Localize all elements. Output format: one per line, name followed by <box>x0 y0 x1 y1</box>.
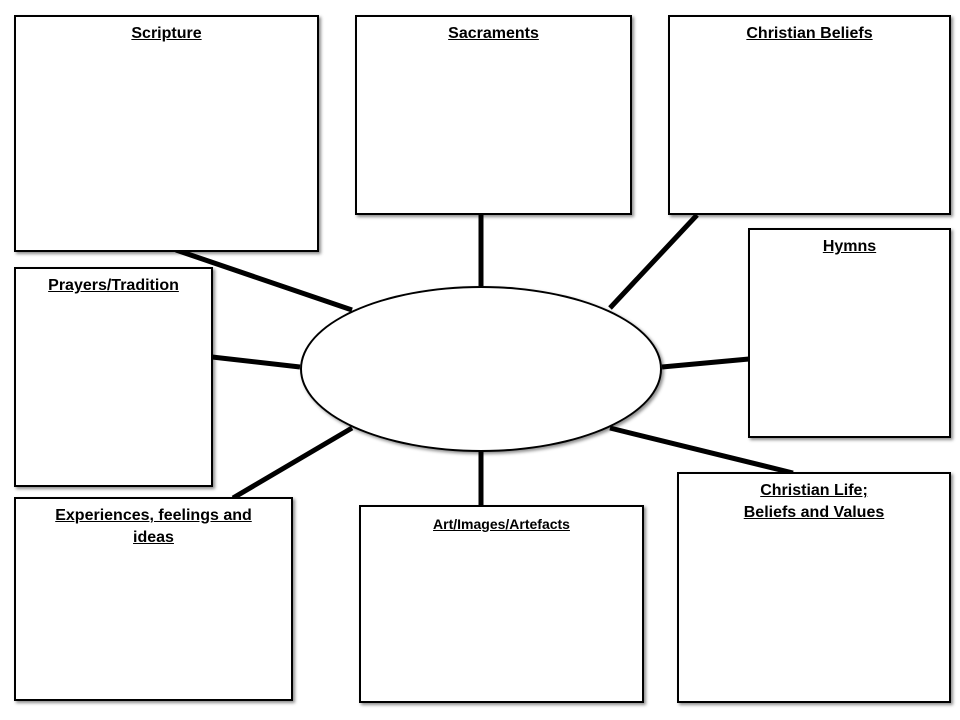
box-scripture[interactable]: Scripture <box>14 15 319 252</box>
connector-experiences <box>231 425 354 501</box>
box-experiences-title-line1: Experiences, feelings and <box>55 507 252 524</box>
box-scripture-title: Scripture <box>131 25 202 42</box>
box-christian-life[interactable]: Christian Life; Beliefs and Values <box>677 472 951 703</box>
box-christian-beliefs-title: Christian Beliefs <box>746 25 873 42</box>
box-hymns-title: Hymns <box>822 238 877 255</box>
box-art-images-artefacts[interactable]: Art/Images/Artefacts <box>359 505 644 703</box>
box-sacraments[interactable]: Sacraments <box>355 15 632 215</box>
box-christian-beliefs[interactable]: Christian Beliefs <box>668 15 951 215</box>
box-christian-life-title-line2: Beliefs and Values <box>743 504 885 521</box>
box-experiences[interactable]: Experiences, feelings and ideas <box>14 497 293 701</box>
box-art-images-artefacts-title: Art/Images/Artefacts <box>433 516 570 532</box>
box-hymns[interactable]: Hymns <box>748 228 951 438</box>
box-sacraments-title: Sacraments <box>448 25 539 42</box>
connector-christian-life <box>609 425 794 476</box>
central-topic-ellipse[interactable] <box>300 286 662 452</box>
box-experiences-title-line2: ideas <box>133 529 174 546</box>
box-christian-life-title: Christian Life; Beliefs and Values <box>679 474 949 524</box>
box-experiences-title: Experiences, feelings and ideas <box>16 499 291 549</box>
connector-scripture <box>175 247 353 313</box>
box-christian-life-title-line1: Christian Life; <box>760 482 868 499</box>
box-prayers-tradition-title: Prayers/Tradition <box>48 277 179 294</box>
connector-hymns <box>661 356 750 370</box>
box-prayers-tradition[interactable]: Prayers/Tradition <box>14 267 213 487</box>
connector-prayers-tradition <box>211 354 301 370</box>
connector-christian-beliefs <box>608 213 699 310</box>
